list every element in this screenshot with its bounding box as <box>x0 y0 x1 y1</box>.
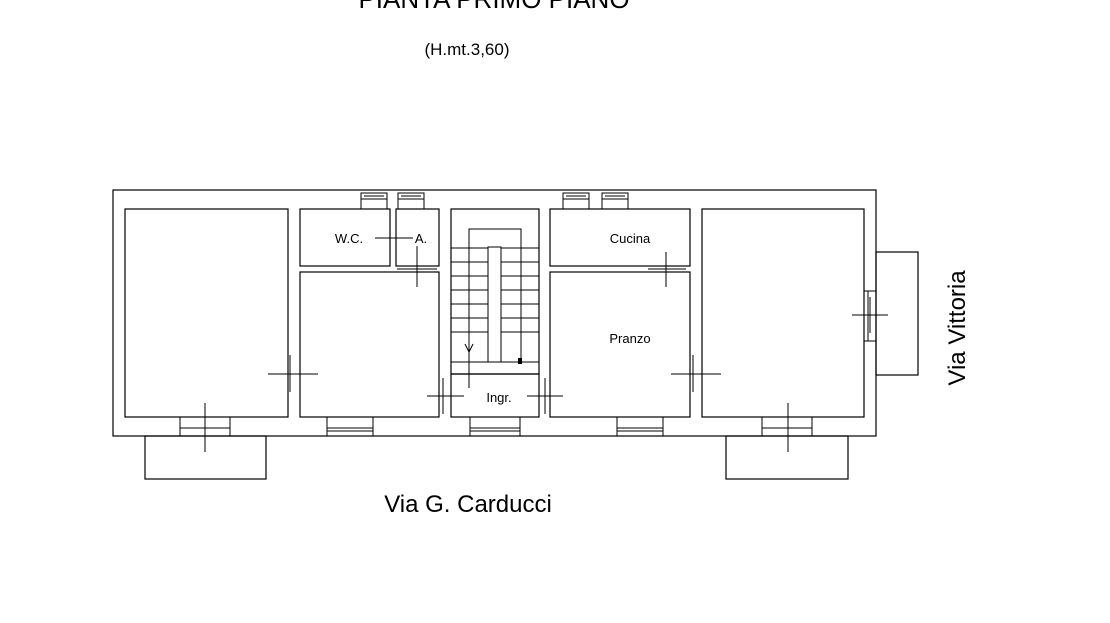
balcony-side <box>875 251 919 376</box>
bottom-windows <box>179 416 813 437</box>
room-left <box>124 208 289 418</box>
staircase <box>451 228 539 364</box>
room-center-left <box>299 271 440 418</box>
room-label-entrance: Ingr. <box>486 390 511 405</box>
stair-room <box>450 208 540 375</box>
top-windows <box>360 192 629 210</box>
room-label-wc: W.C. <box>335 231 363 246</box>
plan-title: PIANTA PRIMO PIANO <box>358 0 629 14</box>
room-label-dining: Pranzo <box>609 331 650 346</box>
height-note: (H.mt.3,60) <box>424 40 509 59</box>
room-label-a: A. <box>415 231 427 246</box>
door-markers <box>182 237 888 452</box>
balcony-right <box>725 435 849 480</box>
room-label-kitchen: Cucina <box>610 231 651 246</box>
room-right <box>701 208 865 418</box>
street-label-front: Via G. Carducci <box>384 491 552 518</box>
street-label-side: Via Vittoria <box>944 270 971 386</box>
side-window <box>863 290 877 342</box>
